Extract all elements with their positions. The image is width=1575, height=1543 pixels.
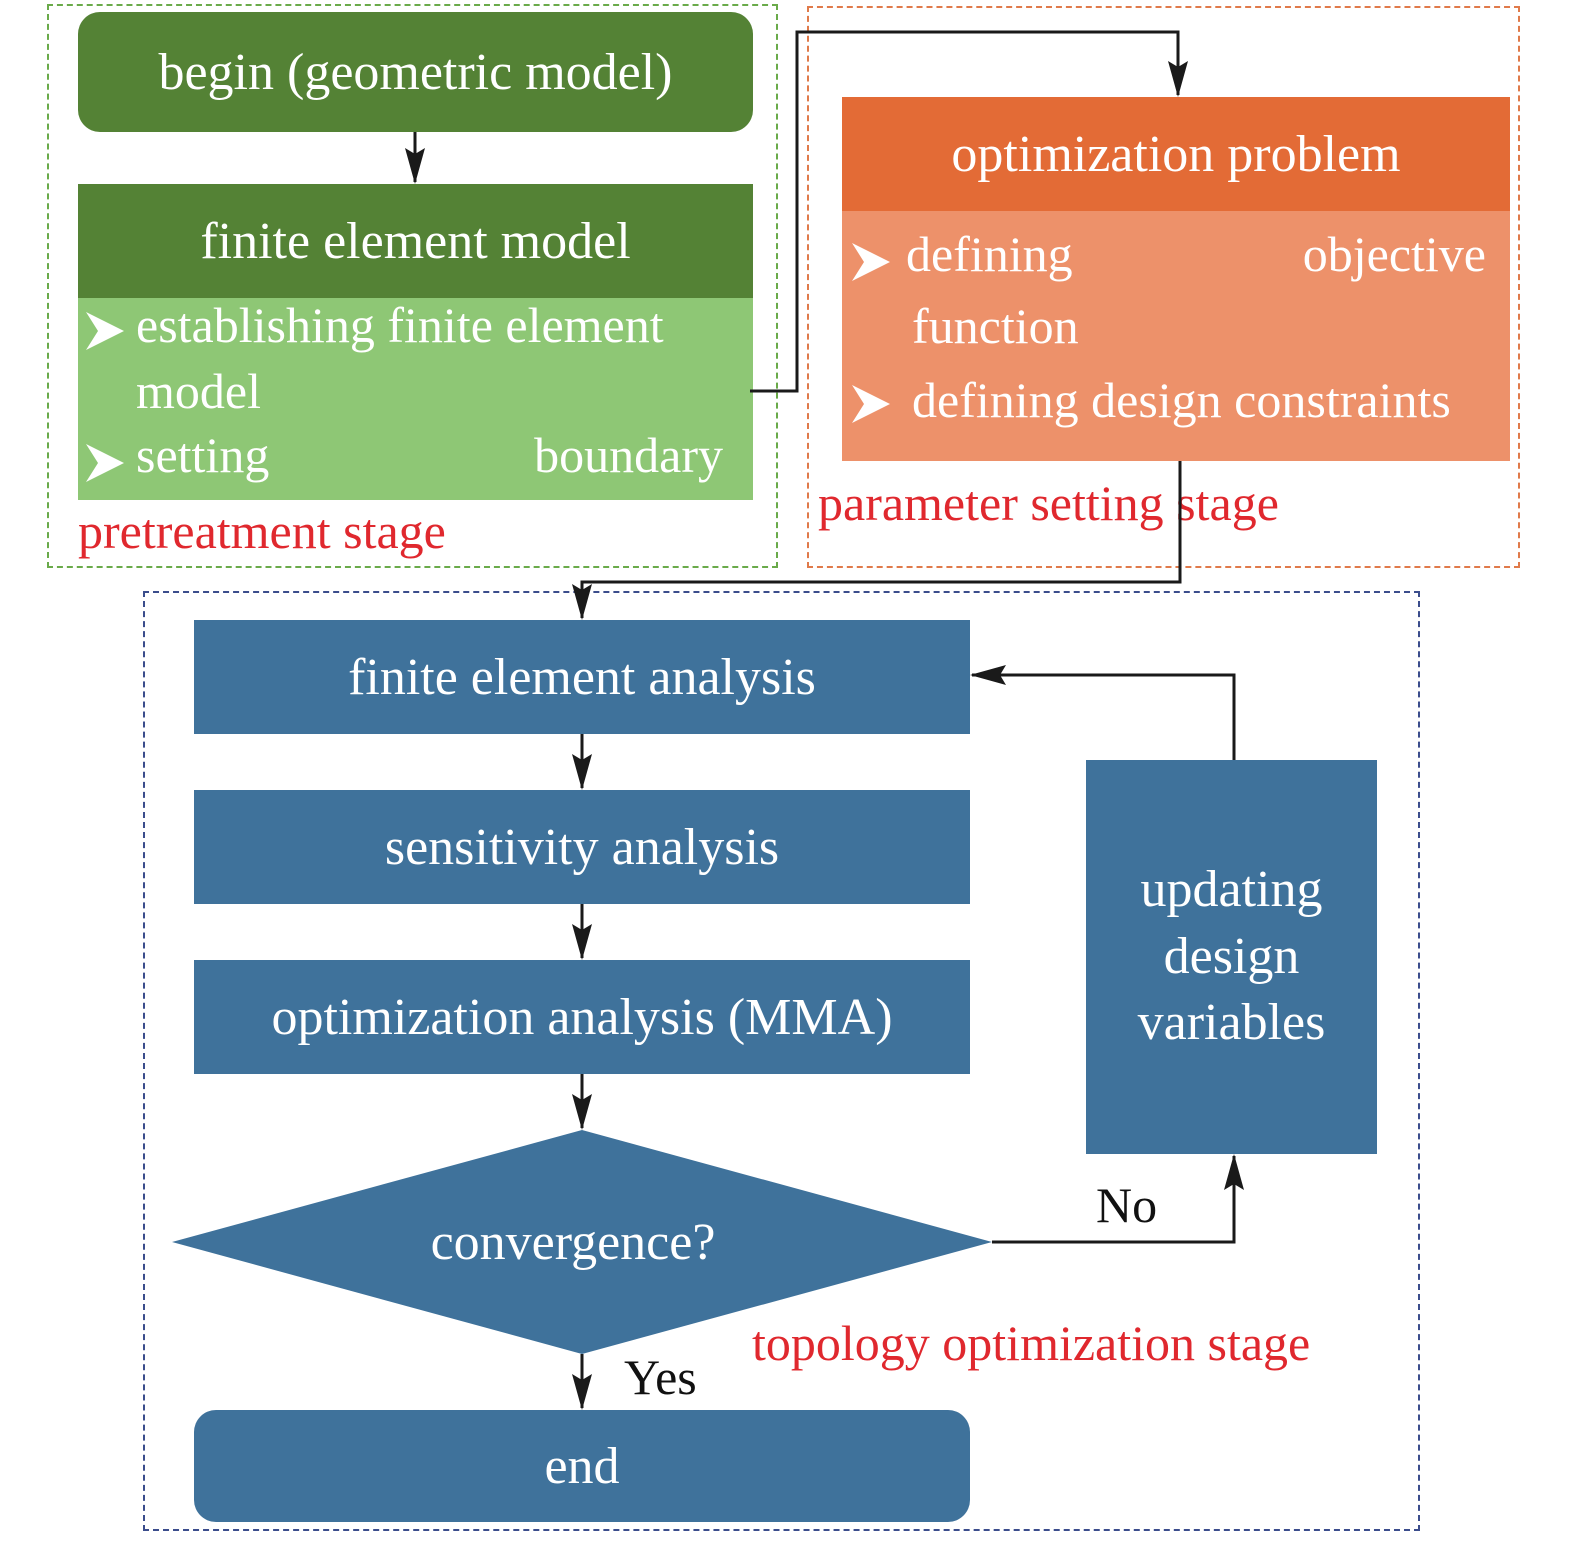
begin-node-label: begin (geometric model)	[158, 43, 673, 101]
arrow-update-to-fea	[970, 665, 1236, 760]
topology-stage-container	[143, 591, 1420, 1531]
finite-element-analysis-node: finite element analysis	[194, 620, 970, 734]
optimization-analysis-node: optimization analysis (MMA)	[194, 960, 970, 1074]
optimization-problem-title: optimization problem	[951, 125, 1401, 183]
begin-node: begin (geometric model)	[78, 12, 753, 132]
finite-element-model-title: finite element model	[200, 212, 631, 270]
parameter-stage-label: parameter setting stage	[818, 475, 1279, 531]
parameter-stage-container	[807, 6, 1520, 568]
convergence-decision-label: convergence?	[430, 1213, 716, 1271]
finite-element-model-body: establishing finite element model settin…	[78, 297, 753, 500]
arrow-parameter-to-fea	[572, 461, 1182, 620]
arrow-convergence-to-update	[992, 1154, 1244, 1244]
bullet-defining-word1: defining	[906, 226, 1073, 282]
bullet-setting-boundary-word1: setting	[136, 427, 270, 483]
arrow-pretreatment-to-parameter	[750, 30, 1188, 393]
pretreatment-stage-container	[47, 4, 778, 568]
bullet-setting-boundary-word2: boundary	[534, 427, 723, 483]
bullet-establishing-fem-line2: model	[136, 363, 261, 419]
end-node-label: end	[544, 1437, 620, 1495]
topology-stage-label: topology optimization stage	[752, 1315, 1311, 1371]
updating-design-variables-label: updating design variables	[1137, 861, 1326, 1052]
finite-element-analysis-label: finite element analysis	[348, 648, 816, 706]
optimization-analysis-label: optimization analysis (MMA)	[271, 988, 893, 1046]
bullet-function-line2: function	[912, 298, 1079, 354]
sensitivity-analysis-node: sensitivity analysis	[194, 790, 970, 904]
pretreatment-stage-label: pretreatment stage	[78, 503, 446, 559]
optimization-problem-body: defining objective function defining des…	[842, 211, 1510, 461]
sensitivity-analysis-label: sensitivity analysis	[384, 818, 780, 876]
end-node: end	[194, 1410, 970, 1522]
edge-label-no: No	[1096, 1177, 1158, 1233]
convergence-decision-diamond	[172, 1130, 992, 1354]
finite-element-model-header: finite element model	[78, 184, 753, 298]
bullet-objective-word2: objective	[1302, 226, 1486, 282]
updating-design-variables-node: updating design variables	[1086, 760, 1377, 1154]
bullet-defining-constraints: defining design constraints	[912, 372, 1451, 428]
edge-label-yes: Yes	[624, 1349, 697, 1405]
optimization-problem-header: optimization problem	[842, 97, 1510, 211]
convergence-decision-label-wrap: convergence?	[172, 1130, 992, 1354]
bullet-establishing-fem-line1: establishing finite element	[136, 297, 664, 353]
